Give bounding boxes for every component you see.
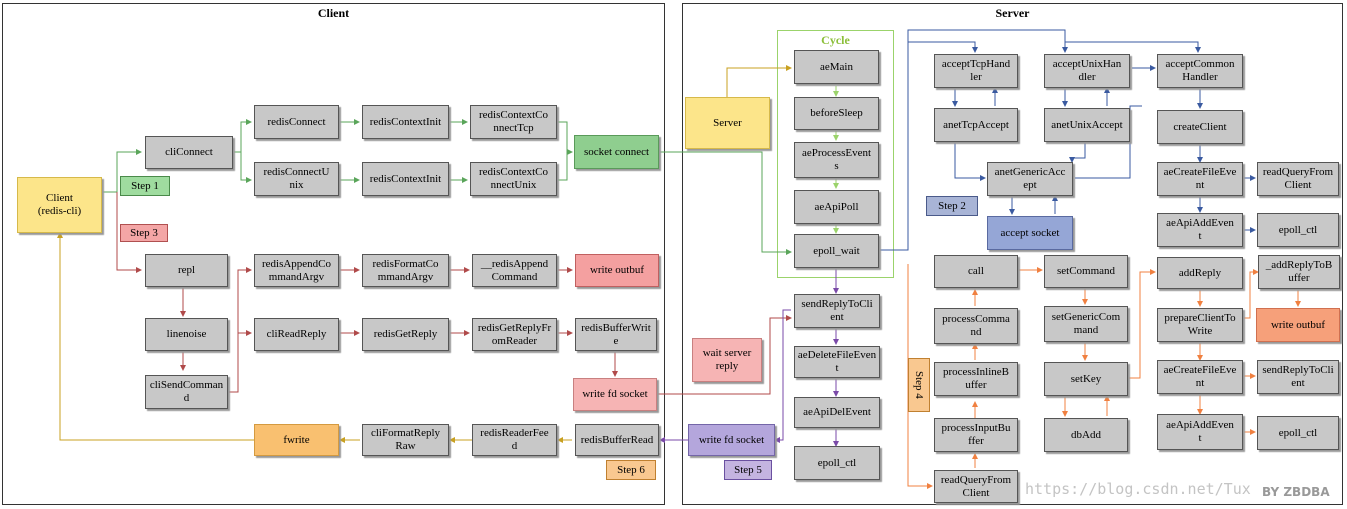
logo-text: BY ZBDBA [1262, 485, 1330, 499]
epoll-ctl-box-3: epoll_ctl [1257, 416, 1339, 450]
redisConnectUnix-box: redisConnectU nix [254, 162, 339, 196]
step-4-tag: Step 4 [908, 358, 930, 412]
cliFormatReplyRaw-box: cliFormatReply Raw [362, 424, 449, 456]
epoll-ctl-box-2: epoll_ctl [1257, 213, 1339, 247]
redisContextConnectUnix-box: redisContextCo nnectUnix [470, 162, 557, 196]
step-5-tag: Step 5 [724, 460, 772, 480]
redisFormatCommandArgv-box: redisFormatCo mmandArgv [362, 254, 449, 287]
client-panel-title: Client [317, 6, 350, 20]
setGenericCommand-box: setGenericCom mand [1044, 306, 1128, 342]
socket-connect-box: socket connect [574, 135, 659, 169]
write-outbuf-box-client: write outbuf [575, 254, 659, 287]
aeProcessEvents-box: aeProcessEvent s [794, 142, 879, 178]
redisContextInit-box-1: redisContextInit [362, 105, 449, 139]
sendReplyToClient-box-2: sendReplyToCli ent [1257, 360, 1339, 394]
cliSendCommand-box: cliSendComman d [145, 375, 228, 409]
redisConnect-box: redisConnect [254, 105, 339, 139]
dbAdd-box: dbAdd [1044, 418, 1128, 452]
cliReadReply-box: cliReadReply [254, 318, 339, 351]
server-panel-title: Server [995, 6, 1030, 20]
call-box: call [934, 255, 1018, 288]
addReplyToBuffer-box: _addReplyToB uffer [1258, 255, 1340, 289]
readQueryFromClient-box-2: readQueryFrom Client [934, 470, 1018, 503]
step-1-tag: Step 1 [120, 176, 170, 196]
acceptCommonHandler-box: acceptCommon Handler [1157, 54, 1243, 88]
aeCreateFileEvent-box-1: aeCreateFileEve nt [1157, 162, 1243, 196]
wait-server-reply-box: wait server reply [692, 338, 762, 382]
repl-box: repl [145, 254, 228, 287]
write-fd-socket-box-client: write fd socket [573, 378, 657, 411]
redisAppendCommandArgv-box: redisAppendCo mmandArgv [254, 254, 339, 287]
client-redis-cli-box: Client (redis-cli) [17, 177, 102, 233]
redisContextInit-box-2: redisContextInit [362, 162, 449, 196]
cliConnect-box: cliConnect [145, 136, 233, 169]
epoll-ctl-box-1: epoll_ctl [794, 446, 880, 480]
anetTcpAccept-box: anetTcpAccept [934, 108, 1018, 142]
anetGenericAccept-box: anetGenericAcc ept [987, 162, 1073, 196]
prepareClientToWrite-box: prepareClientTo Write [1157, 308, 1243, 342]
aeMain-box: aeMain [794, 50, 879, 84]
aeApiDelEvent-box: aeApiDelEvent [794, 397, 880, 428]
aeDeleteFileEvent-box: aeDeleteFileEven t [794, 346, 880, 378]
write-fd-socket-box-server: write fd socket [688, 424, 775, 456]
step-2-tag: Step 2 [926, 196, 978, 216]
processInlineBuffer-box: processInlineB uffer [934, 362, 1018, 396]
setKey-box: setKey [1044, 362, 1128, 396]
write-outbuf-box-server: write outbuf [1256, 308, 1340, 342]
accept-socket-box: accept socket [987, 216, 1073, 250]
redisReaderFeed-box: redisReaderFee d [472, 424, 557, 456]
watermark-text: https://blog.csdn.net/Tux [1025, 480, 1251, 498]
step-3-tag: Step 3 [120, 224, 168, 242]
addReply-box: addReply [1157, 257, 1243, 289]
createClient-box: createClient [1157, 110, 1243, 144]
readQueryFromClient-box-1: readQueryFrom Client [1257, 162, 1339, 196]
redisGetReply-box: redisGetReply [362, 318, 449, 351]
step-6-tag: Step 6 [606, 460, 656, 480]
acceptTcpHandler-box: acceptTcpHand ler [934, 54, 1018, 88]
aeCreateFileEvent-box-2: aeCreateFileEve nt [1157, 360, 1243, 394]
processInputBuffer-box: processInputBu ffer [934, 418, 1018, 452]
cycle-title: Cycle [821, 33, 850, 47]
redisContextConnectTcp-box: redisContextCo nnectTcp [470, 105, 557, 139]
server-box: Server [685, 97, 770, 149]
sendReplyToClient-box: sendReplyToCli ent [794, 294, 880, 328]
aeApiAddEvent-box-1: aeApiAddEven t [1157, 213, 1243, 247]
redisAppendCommand-box: __redisAppend Command [472, 254, 557, 287]
beforeSleep-box: beforeSleep [794, 97, 879, 130]
aeApiAddEvent-box-2: aeApiAddEven t [1157, 414, 1243, 450]
aeApiPoll-box: aeApiPoll [794, 190, 879, 224]
setCommand-box: setCommand [1044, 255, 1128, 288]
processCommand-box: processComma nd [934, 308, 1018, 344]
anetUnixAccept-box: anetUnixAccept [1044, 108, 1130, 142]
linenoise-box: linenoise [145, 318, 228, 351]
redisBufferWrite-box: redisBufferWrit e [575, 318, 657, 351]
redisBufferRead-box: redisBufferRead [575, 424, 659, 456]
redisGetReplyFromReader-box: redisGetReplyFr omReader [472, 318, 557, 351]
fwrite-box: fwrite [254, 424, 339, 456]
acceptUnixHandler-box: acceptUnixHan dler [1044, 54, 1130, 88]
epoll-wait-box: epoll_wait [794, 234, 879, 268]
